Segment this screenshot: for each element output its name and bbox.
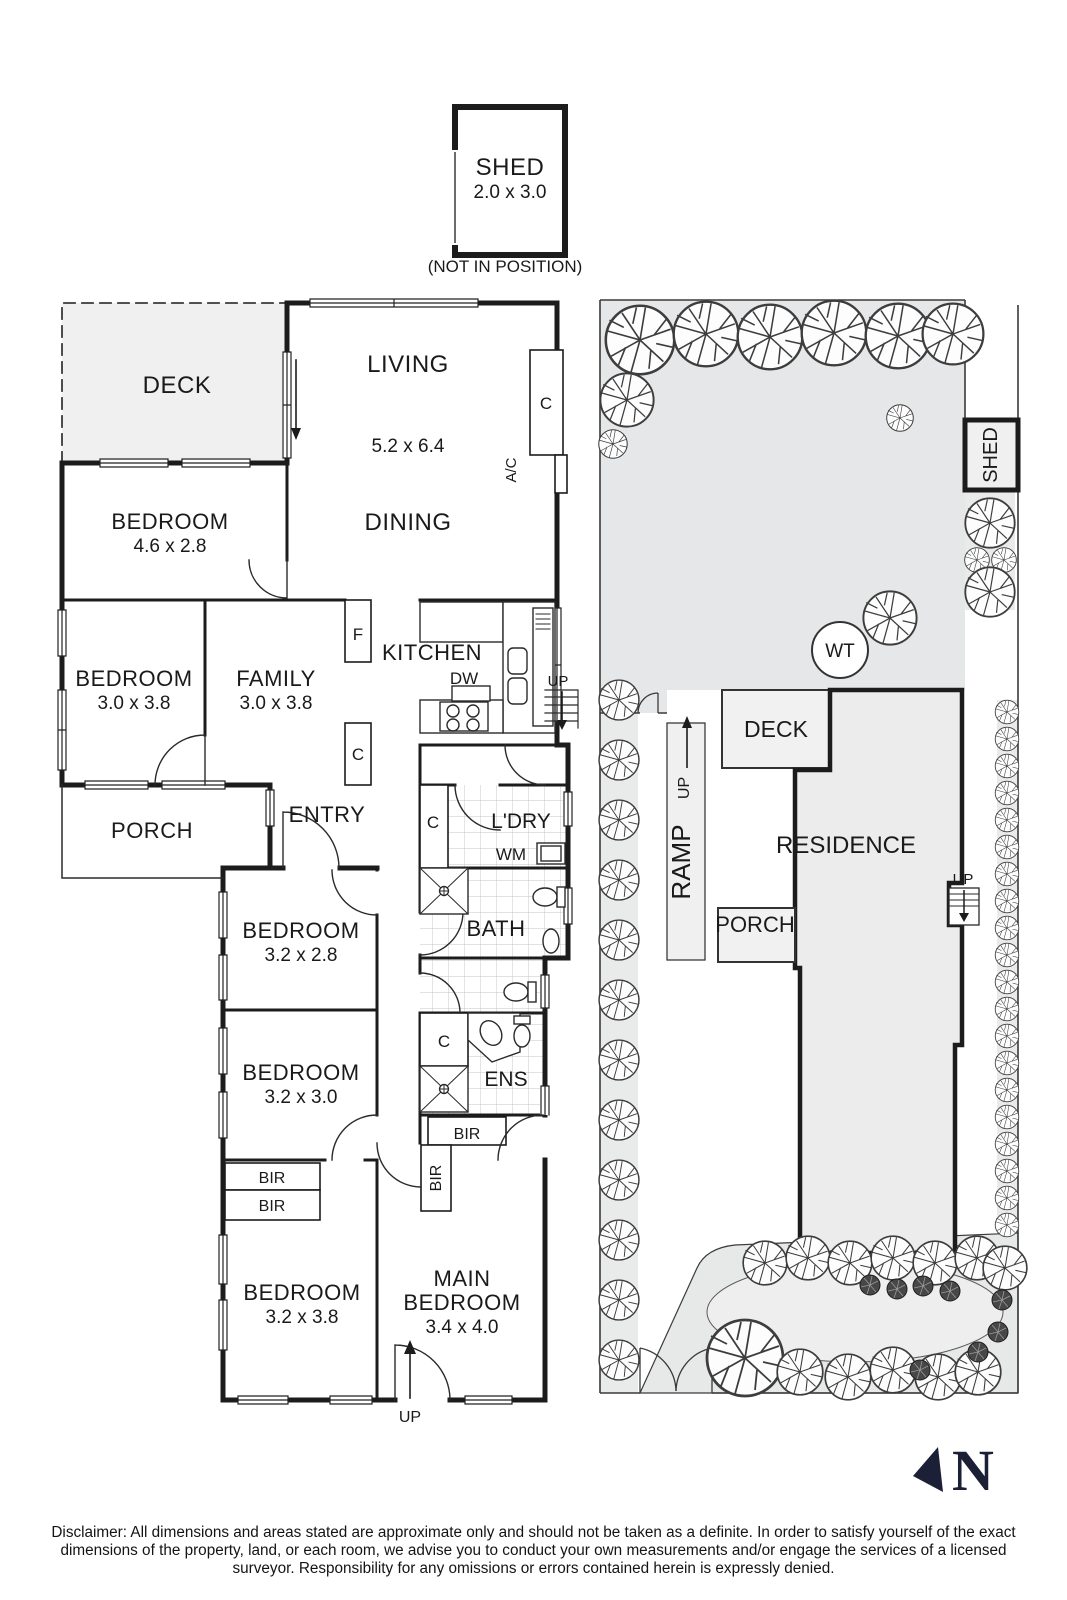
up-label-kitchen: UP	[548, 673, 569, 690]
room-label-main-bedroom-2: BEDROOM	[403, 1290, 520, 1315]
shed-label: SHED	[476, 154, 545, 181]
site-shed-label: SHED	[980, 427, 1002, 483]
room-dims-family: 3.0 x 3.8	[240, 693, 313, 714]
slider-arrow	[291, 359, 301, 440]
ramp-arrow	[682, 716, 692, 768]
porch-outline	[61, 784, 224, 879]
north-arrow-icon	[913, 1447, 943, 1492]
room-label-bedroom3: BEDROOM	[242, 918, 359, 943]
kitchen-bench	[419, 601, 556, 734]
site-residence	[792, 687, 965, 1256]
ac-unit	[554, 454, 568, 494]
entry-up-arrow	[404, 1340, 416, 1399]
room-label-dining: DINING	[365, 509, 452, 536]
room-dims-bedroom4: 3.2 x 3.0	[265, 1087, 338, 1108]
ramp	[666, 722, 706, 961]
stairs-residence	[948, 887, 980, 926]
site-deck-label: DECK	[744, 716, 809, 742]
closet-label-family: C	[352, 745, 364, 764]
room-label-entry: ENTRY	[289, 802, 366, 827]
sink-bath	[542, 928, 560, 954]
room-dims-bedroom-top: 4.6 x 2.8	[134, 536, 207, 557]
site-porch	[717, 907, 796, 963]
toilet-wc	[503, 982, 529, 1002]
ramp-label: RAMP	[666, 824, 696, 899]
site-porch-label: PORCH	[715, 912, 794, 937]
room-label-bedroom-top: BEDROOM	[111, 509, 228, 534]
site-deck	[721, 689, 831, 769]
site-up-label: UP	[953, 871, 974, 888]
ac-label: A/C	[503, 457, 520, 482]
dishwasher	[451, 685, 491, 702]
room-label-deck: DECK	[143, 372, 212, 399]
north-compass: N	[913, 1438, 994, 1503]
floor-plan: DECK LIVING 5.2 x 6.4 DINING C A/C BEDRO…	[57, 298, 579, 1426]
closet-label-f: F	[353, 625, 363, 644]
north-label: N	[952, 1438, 994, 1503]
closet-label-ens: C	[438, 1032, 450, 1051]
room-label-family: FAMILY	[236, 666, 316, 691]
site-shed	[962, 417, 1021, 493]
bath-fixtures	[419, 842, 566, 1113]
water-tank	[811, 621, 869, 679]
dw-label: DW	[450, 669, 478, 688]
room-label-living: LIVING	[367, 351, 449, 378]
site-residence-label: RESIDENCE	[776, 832, 916, 859]
room-label-kitchen: KITCHEN	[382, 640, 482, 665]
water-tank-label: WT	[825, 641, 855, 662]
closet-label-laundry: C	[427, 813, 439, 832]
wm-label: WM	[496, 845, 526, 864]
room-label-porch: PORCH	[111, 818, 193, 843]
detached-shed: SHED 2.0 x 3.0 (NOT IN POSITION)	[428, 104, 583, 276]
room-label-laundry: L'DRY	[491, 810, 551, 833]
room-dims-bedroom-left: 3.0 x 3.8	[98, 693, 171, 714]
room-label-ens: ENS	[484, 1068, 527, 1091]
ramp-up-label: UP	[676, 777, 693, 799]
room-label-bedroom-left: BEDROOM	[75, 666, 192, 691]
room-dims-bedroom3: 3.2 x 2.8	[265, 945, 338, 966]
closets	[224, 349, 564, 1221]
bir-label-main: BIR	[454, 1126, 481, 1143]
bir-label-left1: BIR	[259, 1170, 286, 1187]
bir-label-left2: BIR	[259, 1198, 286, 1215]
disclaimer-text: Disclaimer: All dimensions and areas sta…	[51, 1524, 1016, 1577]
room-label-bedroom4: BEDROOM	[242, 1060, 359, 1085]
gates	[637, 692, 713, 1393]
room-label-main-bedroom-1: MAIN	[434, 1266, 491, 1291]
toilet-bath	[532, 887, 558, 907]
room-label-bedroom5: BEDROOM	[243, 1280, 360, 1305]
disclaimer: Disclaimer: All dimensions and areas sta…	[0, 1524, 1067, 1578]
shed-dims: 2.0 x 3.0	[474, 182, 547, 203]
windows	[57, 298, 573, 1405]
room-label-bath: BATH	[466, 916, 525, 941]
deck-area	[62, 303, 287, 463]
room-dims-bedroom5: 3.2 x 3.8	[266, 1307, 339, 1328]
up-label-entry: UP	[399, 1409, 421, 1426]
room-dims-living: 5.2 x 6.4	[372, 436, 445, 457]
site-plan: RAMP UP SHED WT DECK RESIDENCE PORCH UP	[598, 299, 1028, 1401]
closet-label-living: C	[540, 394, 552, 413]
room-dims-main-bedroom: 3.4 x 4.0	[426, 1317, 499, 1338]
bir-label-vertical: BIR	[428, 1165, 445, 1192]
stairs-kitchen	[544, 689, 579, 730]
door-arcs	[154, 559, 546, 1401]
toilet-ens	[513, 1024, 531, 1048]
shed-note: (NOT IN POSITION)	[428, 257, 583, 276]
